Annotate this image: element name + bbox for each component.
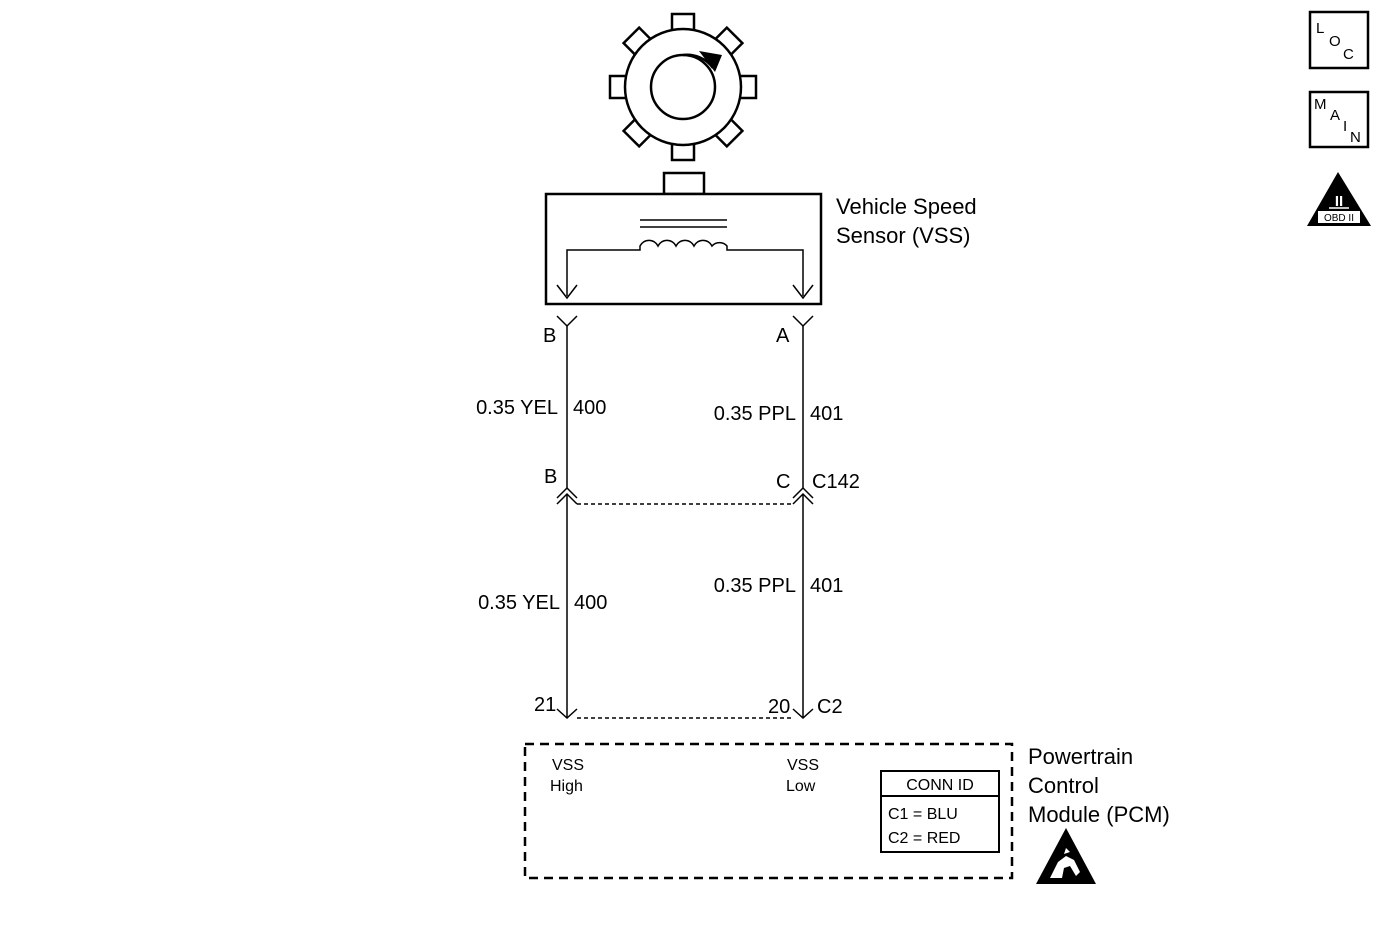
conn-id-header: CONN ID — [906, 777, 974, 794]
c142-pin-c: C — [776, 471, 790, 493]
pcm-input-right-line1: VSS — [787, 757, 819, 774]
main-letter: M — [1314, 96, 1327, 113]
vehicle-speed-sensor — [544, 171, 823, 306]
pcm-input-right-line2: Low — [786, 778, 816, 795]
wire-400-upper-color: 0.35 YEL — [476, 397, 558, 419]
pcm-title-line2: Control — [1028, 773, 1099, 798]
conn-id-row: C1 = BLU — [888, 806, 958, 823]
loc-letter: C — [1343, 46, 1354, 63]
pcm-title-line3: Module (PCM) — [1028, 802, 1170, 827]
pcm-input-left-line1: VSS — [552, 757, 584, 774]
sensor-title-line2: Sensor (VSS) — [836, 223, 971, 248]
c2-pin-20: 20 — [768, 696, 790, 718]
main-letter: I — [1343, 118, 1347, 135]
connector-c2-symbols — [556, 708, 814, 720]
wire-400-lower-color: 0.35 YEL — [478, 592, 560, 614]
c142-pin-b: B — [544, 466, 557, 488]
location-icon[interactable]: L O C — [1308, 10, 1370, 70]
wire-401-upper-circuit: 401 — [810, 403, 843, 425]
wire-401-upper-color: 0.35 PPL — [714, 403, 796, 425]
sensor-pin-a: A — [776, 325, 790, 347]
sensor-title-line1: Vehicle Speed — [836, 194, 977, 219]
main-letter: N — [1350, 129, 1361, 146]
c142-connector-name: C142 — [812, 471, 860, 493]
loc-letter: O — [1329, 33, 1341, 50]
reluctor-wheel-icon — [608, 12, 758, 162]
connector-c142-symbols — [556, 486, 814, 505]
obd-caption: OBD II — [1324, 213, 1354, 224]
sensor-pin-b: B — [543, 325, 556, 347]
loc-letter: L — [1316, 20, 1324, 37]
pcm-module-box — [523, 742, 1014, 880]
wire-401-lower-color: 0.35 PPL — [714, 575, 796, 597]
obd-ii-icon[interactable]: II OBD II — [1307, 172, 1371, 226]
pcm-input-left-line2: High — [550, 778, 583, 795]
c2-pin-21: 21 — [534, 694, 556, 716]
main-letter: A — [1330, 107, 1340, 124]
esd-warning-icon — [1036, 828, 1096, 884]
obd-numeral: II — [1335, 193, 1343, 210]
conn-id-table: CONN ID C1 = BLU C2 = RED — [880, 770, 1000, 853]
wire-401-lower-circuit: 401 — [810, 575, 843, 597]
main-icon[interactable]: M A I N — [1308, 90, 1370, 149]
c2-connector-name: C2 — [817, 696, 843, 718]
conn-id-row: C2 = RED — [888, 830, 960, 847]
sensor-pin-symbols — [556, 315, 814, 328]
pcm-title-line1: Powertrain — [1028, 744, 1133, 769]
wire-400-upper-circuit: 400 — [573, 397, 606, 419]
wire-400-lower-circuit: 400 — [574, 592, 607, 614]
